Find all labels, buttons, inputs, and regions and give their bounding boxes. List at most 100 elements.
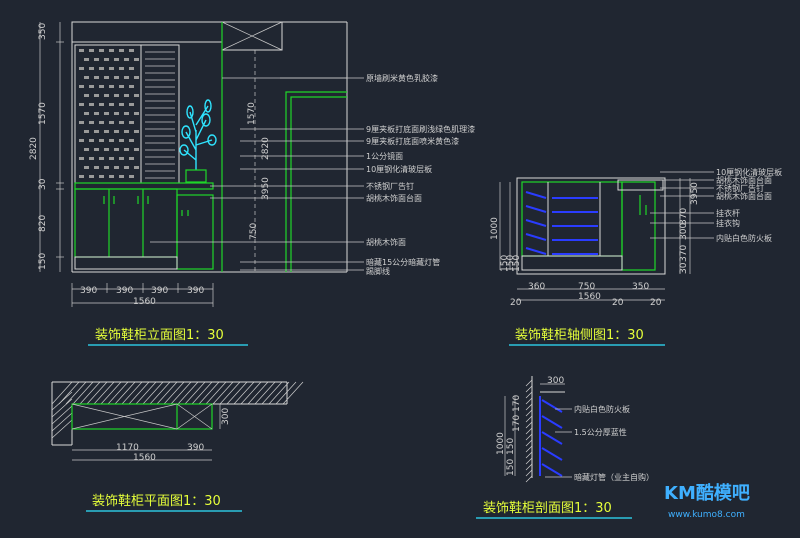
section-note-3: 暗藏灯管（业主自购）: [574, 472, 654, 482]
side-bottom-dimensions: 20 360 750 20 350 20 1560: [510, 282, 665, 308]
pattern-dot: [84, 130, 89, 133]
plan-hatch-line: [114, 381, 136, 405]
pattern-dot: [79, 67, 84, 70]
plan-hatch-line: [128, 381, 150, 405]
plan-hatch-line: [51, 405, 73, 425]
elev-note-10: 踢脚线: [366, 266, 390, 276]
section-vdim-3: 170: [512, 415, 522, 432]
plan-hatch-line: [282, 381, 304, 405]
pattern-dot: [84, 166, 89, 169]
plan-hatch-line: [65, 381, 87, 405]
plan-hatch-line: [107, 381, 129, 405]
plan-hatch-line: [79, 381, 101, 405]
section-vdim-2: 150: [506, 438, 516, 455]
side-vdim-3: 150: [512, 255, 522, 272]
pattern-dot: [89, 157, 94, 160]
logo-brand: KM酷模吧: [664, 482, 750, 504]
pattern-dot: [79, 85, 84, 88]
section-shelf: [541, 447, 563, 461]
section-note-1: 内贴白色防火板: [574, 404, 630, 414]
side-note-7: 内贴白色防火板: [716, 233, 772, 243]
plan-hatch-line: [51, 419, 73, 439]
section-shelf: [541, 415, 563, 429]
pattern-dot: [114, 166, 119, 169]
elev-vdim-3: 30: [38, 178, 48, 190]
section-note-2: 1.5公分厚蓝性: [574, 427, 627, 437]
plan-title: 装饰鞋柜平面图1：30: [92, 493, 221, 509]
pattern-dot: [89, 139, 94, 142]
side-rvdim-4: 370: [679, 245, 689, 262]
pattern-dot: [119, 85, 124, 88]
elev-note-7: 胡桃木饰面台面: [366, 193, 422, 203]
section-view: 300 1000 150 150 170 170 内贴白色防火板 1.5公分厚蓝…: [496, 376, 654, 483]
pattern-dot: [134, 130, 139, 133]
section-hatch-line: [525, 475, 533, 483]
section-hatch-line: [525, 421, 533, 429]
plan-hatch-line: [51, 412, 73, 432]
pattern-dot: [129, 139, 134, 142]
pattern-dot: [89, 85, 94, 88]
side-shelf-left: [525, 191, 547, 199]
pattern-dot: [119, 175, 124, 178]
elevation-title: 装饰鞋柜立面图1：30: [95, 327, 224, 343]
side-rvdim-2: 370: [679, 208, 689, 225]
pattern-dot: [99, 103, 104, 106]
plan-hatch-line: [240, 381, 262, 405]
pattern-dot: [104, 112, 109, 115]
pattern-dot: [109, 157, 114, 160]
pattern-dot: [94, 166, 99, 169]
pattern-dot: [94, 94, 99, 97]
side-shelf-left: [525, 205, 547, 213]
plan-hatch-line: [51, 381, 73, 405]
elevation-bottom-dimensions: 390 390 390 390 1560: [71, 283, 214, 307]
section-hatch-line: [525, 397, 533, 405]
pattern-dot: [124, 112, 129, 115]
elev-hdim-4: 390: [187, 286, 204, 296]
elev-vdim-1: 350: [38, 23, 48, 40]
side-hdim-2: 360: [528, 282, 545, 292]
plan-hatch-line: [142, 381, 164, 405]
side-title: 装饰鞋柜轴侧图1：30: [515, 327, 644, 343]
pattern-dot: [99, 157, 104, 160]
pattern-dot: [119, 49, 124, 52]
side-rvdim-3: 300: [679, 223, 689, 240]
side-note-1: 10厘钢化清玻层板: [716, 167, 782, 177]
section-vdim-4: 170: [512, 395, 522, 412]
plan-hatch-line: [198, 381, 220, 405]
pattern-dot: [104, 94, 109, 97]
elev-rvdim-2: 2820: [261, 137, 271, 160]
pattern-dot: [104, 130, 109, 133]
pattern-dot: [94, 58, 99, 61]
elev-total-vdim: 2820: [29, 137, 39, 160]
pattern-dot: [99, 121, 104, 124]
pattern-dot: [119, 121, 124, 124]
pattern-dot: [114, 76, 119, 79]
pattern-dot: [129, 157, 134, 160]
pattern-dot: [79, 139, 84, 142]
pattern-dot: [129, 67, 134, 70]
pattern-dot: [99, 175, 104, 178]
side-note-6: 挂衣钩: [716, 218, 740, 228]
pattern-dot: [99, 139, 104, 142]
plan-hatch-line: [51, 391, 73, 411]
plan-total-hdim: 1560: [133, 453, 156, 463]
plan-hatch-line: [226, 381, 248, 405]
elev-rvdim-4: 750: [249, 223, 259, 240]
pattern-dot: [94, 112, 99, 115]
side-hdim-3: 750: [578, 282, 595, 292]
plan-hatch-line: [254, 381, 276, 405]
plan-hatch-line: [177, 381, 199, 405]
plan-hatch-line: [149, 381, 171, 405]
elev-note-9: 暗藏15公分暗藏灯管: [366, 257, 440, 267]
side-vdim-1: 150: [500, 255, 510, 272]
plan-hatch-line: [212, 381, 234, 405]
side-view: [516, 177, 666, 275]
elev-rvdim-1: 1570: [247, 102, 257, 125]
elev-rvdim-3: 3950: [261, 177, 271, 200]
pattern-dot: [89, 67, 94, 70]
pattern-dot: [94, 76, 99, 79]
section-hatch-line: [525, 403, 533, 411]
elev-hdim-2: 390: [116, 286, 133, 296]
side-hdim-5: 350: [632, 282, 649, 292]
pattern-dot: [79, 121, 84, 124]
